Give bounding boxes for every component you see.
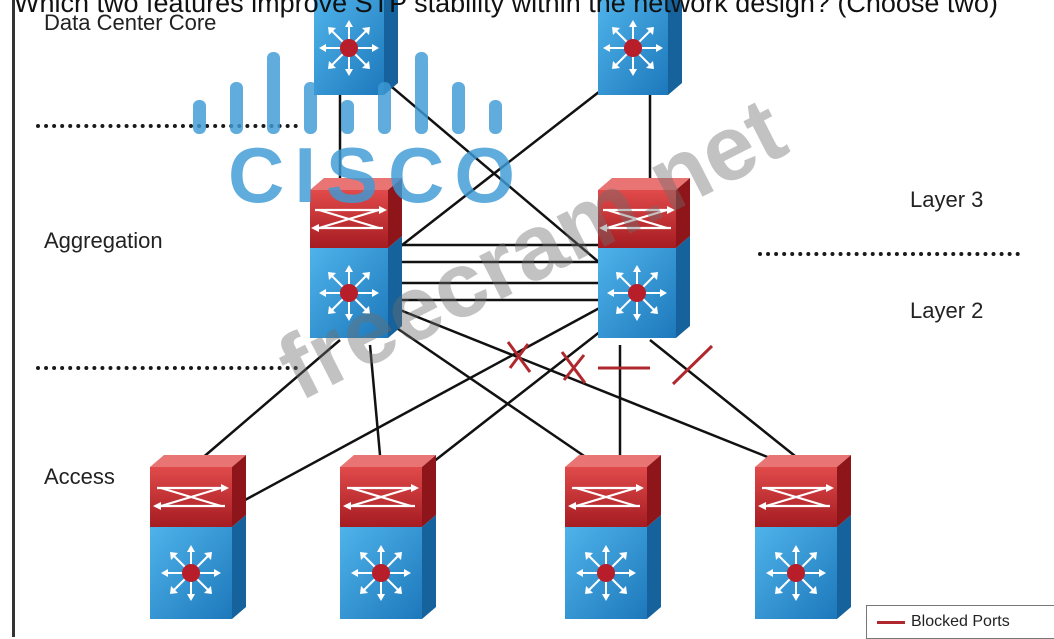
link-agg-right-to-access-1 [244, 303, 606, 502]
link-core-left-to-agg-right [359, 59, 621, 281]
link-agg-right-to-access-2 [409, 319, 616, 481]
core-switch-left [314, 0, 398, 95]
link-agg-left-to-access-2 [368, 344, 382, 456]
layer2-label: Layer 2 [910, 298, 984, 323]
tier-label-access: Access [44, 464, 115, 489]
legend: Blocked Ports [866, 605, 1054, 639]
blocked-port-markers [506, 341, 714, 386]
blocked-port-mark-2b [562, 354, 586, 381]
tier-label-core: Data Center Core [44, 10, 217, 35]
access-switch-1 [150, 455, 246, 619]
aggregation-switch-right [597, 178, 690, 338]
layer3-label: Layer 3 [910, 187, 984, 212]
blocked-port-mark-4 [671, 344, 714, 386]
link-agg-left-to-access-3 [384, 318, 591, 462]
tier-label-aggregation: Aggregation [44, 228, 163, 253]
question-text: Which two features improve STP stability… [14, 0, 998, 18]
aggregation-switch-left [309, 178, 402, 338]
link-core-right-to-agg-left [369, 59, 641, 271]
legend-label-blocked: Blocked Ports [911, 613, 1010, 630]
core-aggregation-divider [36, 124, 298, 128]
access-switch-2 [340, 455, 436, 619]
blocked-port-mark-1b [508, 343, 530, 369]
link-agg-left-to-access-1 [199, 339, 341, 461]
link-agg-right-to-access-4 [649, 339, 801, 461]
core-switch-right [598, 0, 682, 95]
access-switch-3 [565, 455, 661, 619]
layer3-layer2-divider [758, 252, 1020, 256]
legend-swatch-blocked [877, 621, 905, 624]
network-links [199, 59, 801, 502]
cisco-logo-text: CISCO [228, 131, 525, 212]
link-agg-left-to-access-4 [399, 308, 776, 462]
frame-border [12, 0, 15, 637]
aggregation-access-divider [36, 366, 298, 370]
access-switch-4 [755, 455, 851, 619]
cisco-logo: CISCO [193, 52, 525, 212]
